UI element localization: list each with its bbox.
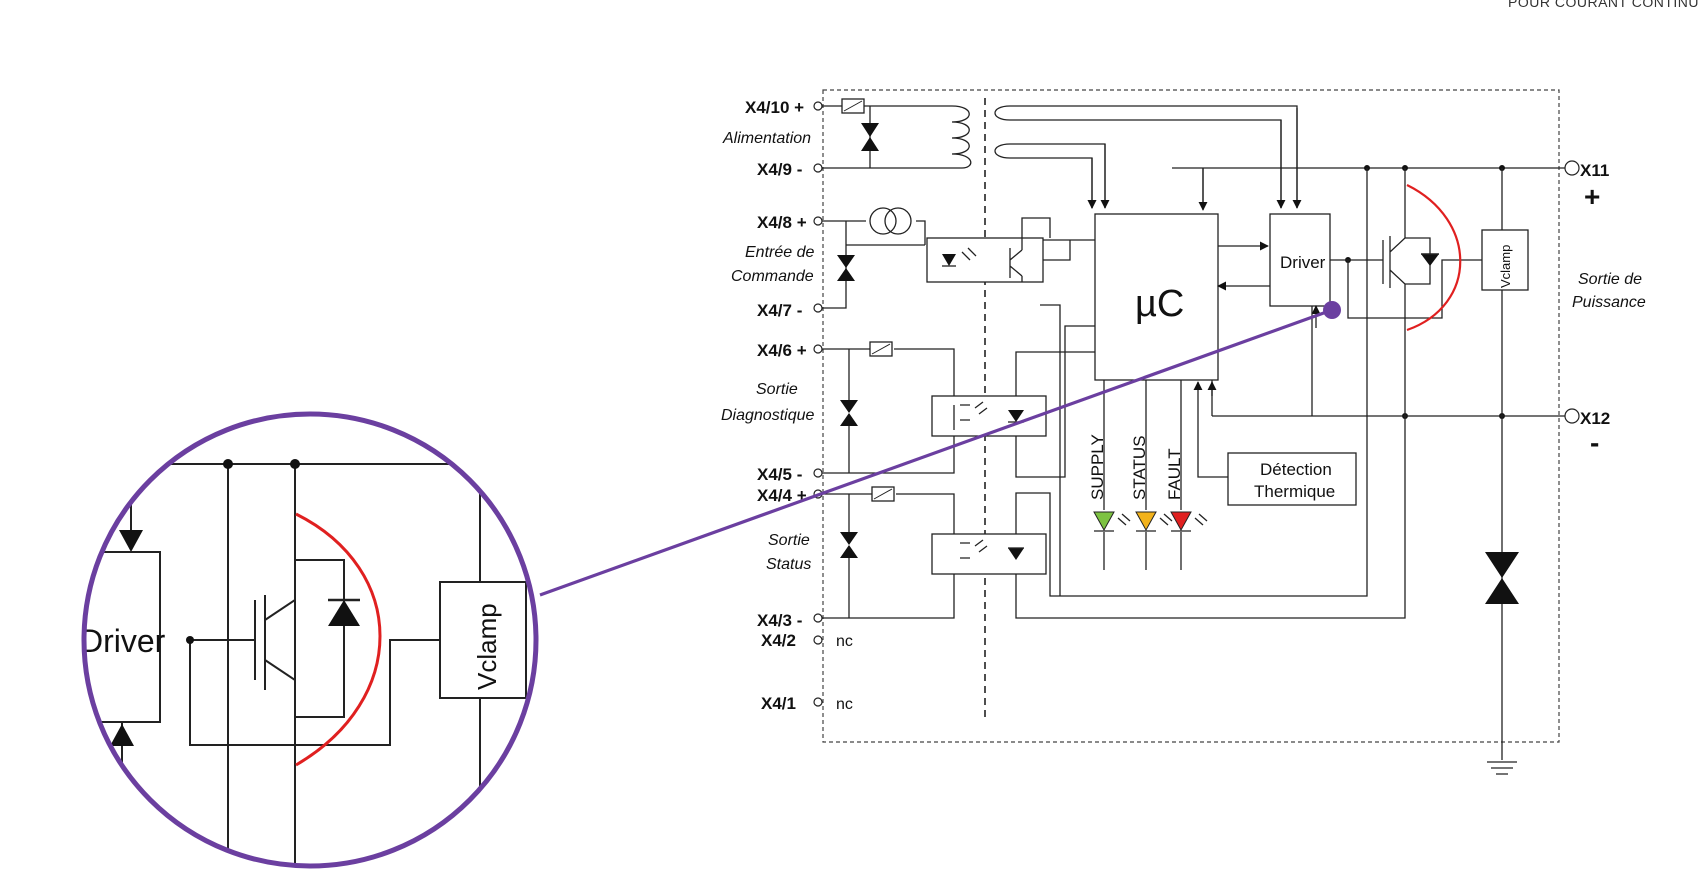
mcu-block [1094,213,1219,381]
thermal-detection-block [1227,452,1357,506]
optocoupler-status [931,533,1047,575]
thermal-label-1: Détection [1260,460,1332,479]
label-status-2: Status [766,556,811,573]
terminal-x4-10: X4/10 + [745,98,804,117]
label-entree-1: Entrée de [745,244,814,261]
label-status-1: Sortie [768,532,810,549]
terminal-x4-3: X4/3 - [757,611,802,630]
housing-outline [822,89,1560,743]
label-puissance-2: Puissance [1572,294,1646,311]
vclamp-block [1481,229,1529,291]
terminal-x4-8: X4/8 + [757,213,807,232]
zoom-connector-line [539,308,1333,597]
optocoupler-diag [931,395,1047,437]
led-fault-label: FAULT [1165,448,1184,500]
terminal-x4-4: X4/4 + [757,486,807,505]
terminal-x4-2: X4/2 [761,631,796,650]
terminal-x4-5: X4/5 - [757,465,802,484]
driver-block [1269,213,1331,307]
terminal-nc-1: nc [836,696,853,713]
label-alimentation: Alimentation [722,130,811,147]
zoom-target-dot [1323,301,1341,319]
optocoupler-input [926,237,1044,283]
vclamp-label: Vclamp [1498,245,1513,288]
label-diag-1: Sortie [756,381,798,398]
led-fault [1170,511,1192,532]
tvs-diode-output [1485,552,1519,604]
header-text: POUR COURANT CONTINU [1508,0,1699,10]
terminal-x4-9: X4/9 - [757,160,802,179]
terminal-minus: - [1590,427,1599,458]
led-status [1135,511,1157,532]
terminal-x4-7: X4/7 - [757,301,802,320]
label-entree-2: Commande [731,268,814,285]
label-puissance-1: Sortie de [1578,271,1642,288]
terminal-x11: X11 [1580,161,1609,180]
terminal-x4-1: X4/1 [761,694,796,713]
red-curve [1406,184,1462,332]
terminal-nc-2: nc [836,633,853,650]
zoom-driver-label: Driver [80,623,166,659]
mcu-label: µC [1135,283,1184,325]
led-supply-label: SUPPLY [1088,434,1107,500]
label-diag-2: Diagnostique [721,407,815,424]
terminal-x12: X12 [1580,409,1610,428]
terminal-x4-6: X4/6 + [757,341,807,360]
led-status-label: STATUS [1130,435,1149,500]
zoom-vclamp-label: Vclamp [472,603,502,690]
driver-label: Driver [1280,253,1326,272]
terminal-plus: + [1584,181,1600,212]
tvs-diode-supply [861,123,879,151]
led-supply [1093,511,1115,532]
zoom-lens: Driver Vclamp [80,411,539,869]
thermal-label-2: Thermique [1254,482,1335,501]
